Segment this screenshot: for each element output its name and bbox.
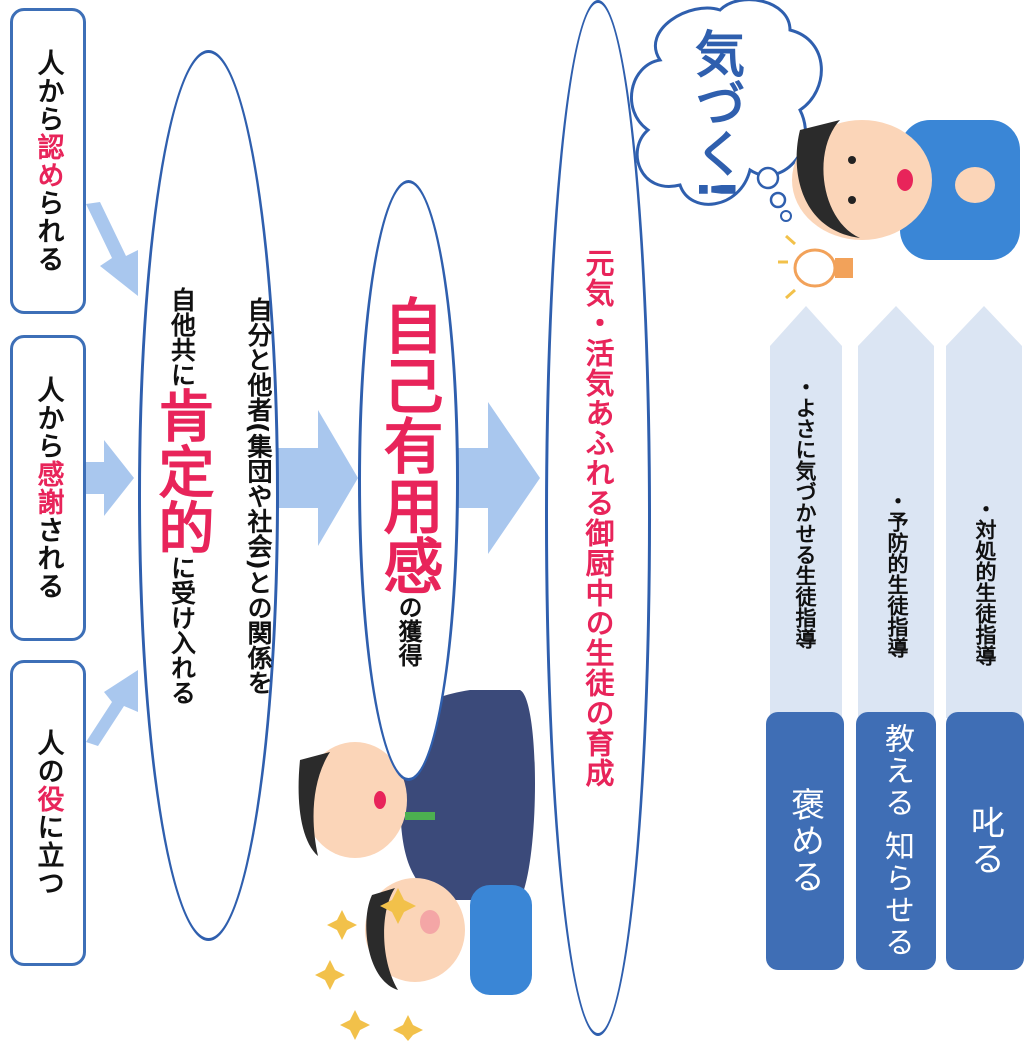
boy-thinking-icon (792, 120, 1020, 260)
ellipse-relationship-line1: 自分と他者(集団や社会)との関係を (244, 296, 273, 695)
ellipse-relationship-highlight: 肯定的 (149, 386, 214, 555)
row-text-1: ・よさに気づかせる生徒指導 (793, 376, 817, 649)
box-recognized-pre: 人から (32, 49, 64, 133)
arrow-box2-to-ellipse (86, 440, 134, 516)
row-arrow-1 (770, 306, 842, 360)
ellipse-goal: 元気・活気あふれる御厨中の生徒の育成 (545, 0, 651, 1036)
ellipse-relationship-line2-pre: 自他共に (167, 286, 197, 387)
bubble-text: 気づく! (687, 28, 745, 201)
sparkle-icon (315, 888, 423, 1041)
row-text-3: ・対処的生徒指導 (973, 498, 997, 666)
row-arrow-2 (858, 306, 934, 360)
box-recognized: 人から認められる (10, 8, 86, 314)
arrow-ellipse2-to-ellipse3 (458, 402, 540, 554)
row-panel-2 (858, 358, 934, 718)
ellipse-self-usefulness: 自己有用感の獲得 (358, 180, 459, 781)
ellipse-relationship: 自分と他者(集団や社会)との関係を 自他共に肯定的に受け入れる (138, 50, 279, 941)
box-recognized-post: られる (32, 189, 64, 273)
arrow-box3-to-ellipse (86, 202, 138, 296)
row-panel-3 (946, 358, 1022, 718)
boy-praised-icon (365, 878, 532, 995)
ellipse-relationship-line2-post: に受け入れる (167, 554, 197, 705)
arrow-box1-to-ellipse (86, 670, 138, 746)
box-helpful-post: に立つ (32, 813, 64, 897)
lightbulb-icon (778, 234, 853, 300)
row-text-2: ・予防的生徒指導 (885, 490, 909, 658)
ellipse-self-usefulness-suffix: の獲得 (394, 594, 422, 667)
box-thanked-pre: 人から (32, 376, 64, 460)
box-helpful-highlight: 役 (32, 785, 64, 813)
box-helpful: 人の役に立つ (10, 660, 86, 966)
box-thanked-post: される (32, 516, 64, 600)
box-thanked: 人から感謝される (10, 335, 86, 641)
ellipse-goal-text: 元気・活気あふれる御厨中の生徒の育成 (581, 248, 615, 788)
arrow-ellipse1-to-ellipse2 (270, 410, 358, 546)
ellipse-self-usefulness-highlight: 自己有用感 (373, 294, 443, 595)
row-label-praise: 褒める (766, 712, 844, 970)
box-thanked-highlight: 感謝 (32, 460, 64, 516)
row-label-scold: 叱る (946, 712, 1024, 970)
thought-bubble-icon (630, 0, 823, 222)
box-recognized-highlight: 認め (32, 133, 64, 189)
row-arrow-3 (946, 306, 1022, 360)
row-label-teach: 教える 知らせる (856, 712, 936, 970)
row-panel-1 (770, 358, 842, 718)
box-helpful-pre: 人の (32, 729, 64, 785)
